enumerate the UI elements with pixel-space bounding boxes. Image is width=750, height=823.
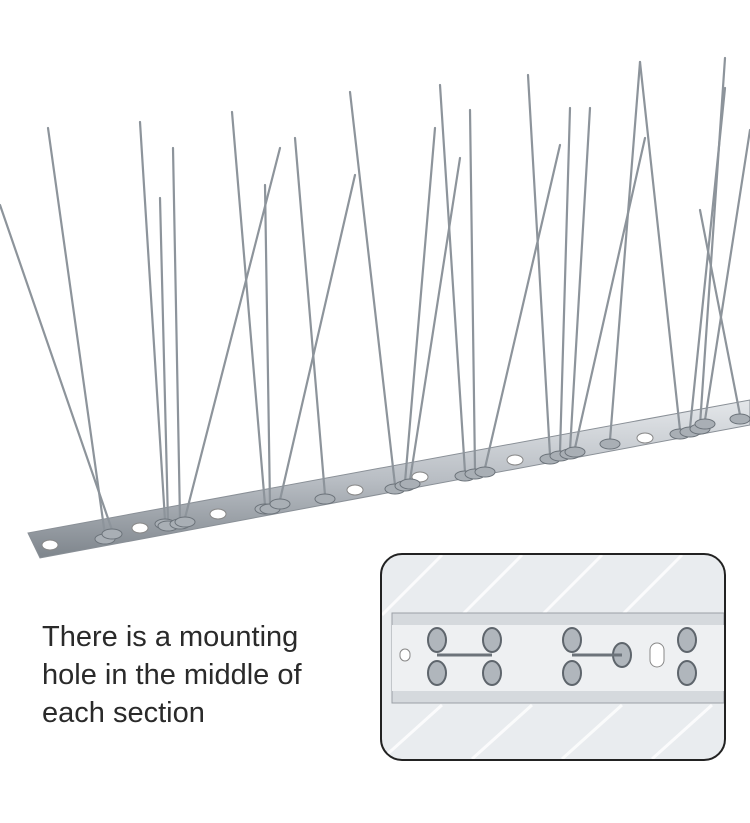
mounting-hole xyxy=(131,522,149,534)
spikes xyxy=(0,56,750,537)
spike xyxy=(278,173,357,502)
base-strip xyxy=(27,399,750,559)
spike xyxy=(348,90,397,487)
caption-line: each section xyxy=(42,697,205,729)
spike-base xyxy=(269,498,291,510)
spike-base xyxy=(101,528,123,540)
spike xyxy=(703,128,750,422)
spike xyxy=(46,126,107,537)
caption-line: hole in the middle of xyxy=(42,659,302,691)
mounting-hole xyxy=(636,432,654,444)
spike-base xyxy=(399,478,421,490)
spike-base xyxy=(314,493,336,505)
spike xyxy=(158,196,170,524)
spike xyxy=(638,60,682,432)
spike xyxy=(573,136,647,450)
mounting-holes xyxy=(41,432,654,551)
spike-base xyxy=(174,516,196,528)
mounting-hole-detail-inset xyxy=(380,553,726,761)
spike-base xyxy=(564,446,586,458)
detail-image xyxy=(382,555,724,759)
mounting-hole xyxy=(41,539,59,551)
spike xyxy=(293,136,327,497)
spike xyxy=(171,146,182,522)
mounting-hole xyxy=(209,508,227,520)
mounting-hole xyxy=(506,454,524,466)
spike xyxy=(230,110,267,507)
spike xyxy=(526,73,552,457)
spike-base xyxy=(599,438,621,450)
spike xyxy=(558,106,572,454)
spike xyxy=(698,208,742,417)
spike xyxy=(403,126,437,484)
spike xyxy=(263,183,272,507)
spike xyxy=(568,106,592,452)
spike xyxy=(468,108,477,472)
mounting-hole xyxy=(346,484,364,496)
caption-text: There is a mounting hole in the middle o… xyxy=(42,618,362,732)
spike-bases xyxy=(94,413,750,545)
spike-base xyxy=(729,413,750,425)
spike xyxy=(138,120,167,522)
mounting-hole xyxy=(649,642,665,668)
caption-line: There is a mounting xyxy=(42,621,299,653)
spike xyxy=(698,56,727,427)
spike xyxy=(408,156,462,482)
spike xyxy=(0,203,114,532)
spike xyxy=(183,146,282,520)
spike xyxy=(438,83,467,474)
spike xyxy=(483,143,562,470)
spike-base xyxy=(694,418,716,430)
spike xyxy=(608,60,642,442)
spike-base xyxy=(474,466,496,478)
